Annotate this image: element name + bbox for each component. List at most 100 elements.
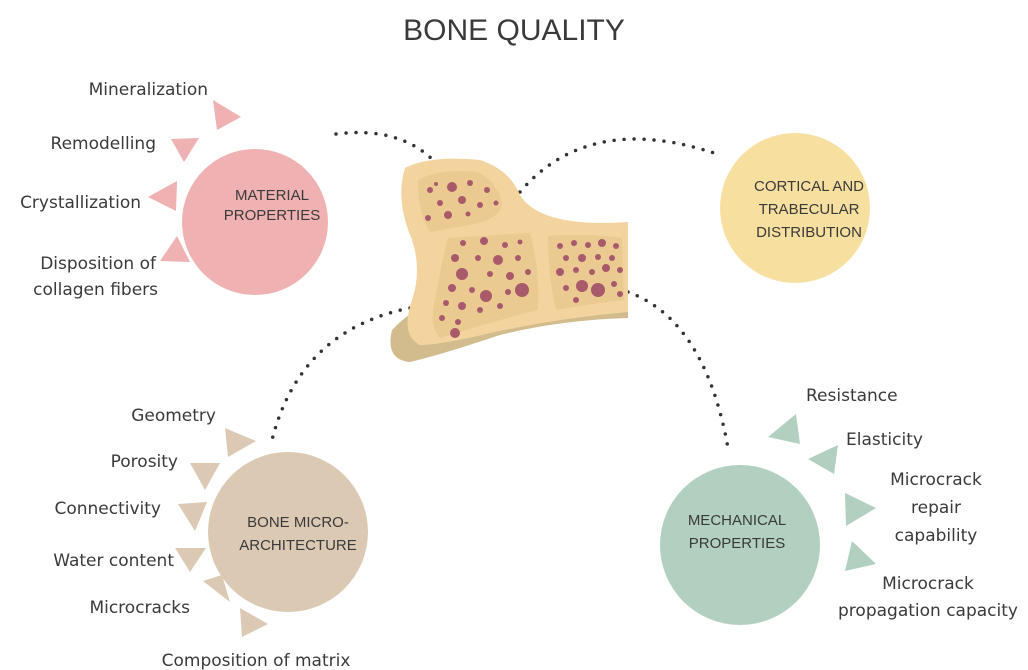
material-item-crystallization: Crystallization bbox=[20, 193, 141, 213]
arrow-mineralization bbox=[213, 100, 241, 130]
bone-pore bbox=[480, 237, 488, 245]
bone-pore bbox=[437, 200, 443, 206]
bone-pore bbox=[427, 187, 433, 193]
bone-pore bbox=[506, 272, 514, 280]
bone-pore bbox=[439, 315, 445, 321]
mechanical-properties-node: MECHANICAL PROPERTIES Resistance Elastic… bbox=[660, 386, 1018, 625]
bone-pore bbox=[455, 319, 461, 325]
bone-pore bbox=[578, 254, 586, 262]
micro-item-microcracks: Microcracks bbox=[89, 598, 190, 618]
arrow-water bbox=[175, 548, 206, 572]
bone-pore bbox=[493, 255, 503, 265]
bone-pore bbox=[602, 264, 610, 272]
arrow-remodelling bbox=[171, 138, 199, 162]
arrow-resistance bbox=[768, 414, 800, 444]
mechanical-item-resistance: Resistance bbox=[806, 386, 898, 406]
mechanical-item-repair-line3: capability bbox=[895, 526, 978, 546]
cortical-trabecular-node: CORTICAL AND TRABECULAR DISTRIBUTION bbox=[720, 133, 870, 283]
bone-pore bbox=[556, 268, 564, 276]
material-item-remodelling: Remodelling bbox=[51, 134, 156, 154]
bone-microarchitecture-node: BONE MICRO- ARCHITECTURE Geometry Porosi… bbox=[53, 406, 368, 670]
bone-pore bbox=[613, 243, 619, 249]
bone-microarchitecture-circle bbox=[208, 452, 368, 612]
bone-pore bbox=[515, 255, 521, 261]
bone-pore bbox=[460, 240, 466, 246]
bone-pore bbox=[444, 211, 452, 219]
bone-pore bbox=[477, 307, 483, 313]
bone-pore bbox=[494, 201, 499, 206]
bone-pore bbox=[573, 267, 579, 273]
mechanical-item-elasticity: Elasticity bbox=[846, 430, 923, 450]
micro-item-composition: Composition of matrix bbox=[162, 651, 351, 670]
bone-pore bbox=[571, 240, 577, 246]
material-item-disposition-line1: Disposition of bbox=[40, 254, 157, 274]
micro-item-porosity: Porosity bbox=[111, 452, 178, 472]
material-properties-node: MATERIAL PROPERTIES Mineralization Remod… bbox=[20, 80, 328, 300]
bone-pore bbox=[458, 302, 466, 310]
bone-pore bbox=[589, 269, 595, 275]
cortical-label-line1: CORTICAL AND bbox=[754, 178, 864, 195]
mechanical-label-line2: PROPERTIES bbox=[689, 535, 785, 552]
cortical-label-line3: DISTRIBUTION bbox=[756, 224, 862, 241]
bone-pore bbox=[497, 303, 503, 309]
micro-item-geometry: Geometry bbox=[131, 406, 216, 426]
bone-pore bbox=[563, 285, 569, 291]
mechanical-label-line1: MECHANICAL bbox=[688, 512, 786, 529]
bone-pore bbox=[518, 240, 523, 245]
bone-pore bbox=[466, 212, 471, 217]
bone-pore bbox=[475, 255, 481, 261]
bone-pore bbox=[515, 283, 529, 297]
material-label-line2: PROPERTIES bbox=[224, 207, 320, 224]
arrow-crystallization bbox=[148, 181, 177, 211]
bone-pore bbox=[467, 180, 473, 186]
bone-pore bbox=[456, 268, 468, 280]
mechanical-item-repair-line2: repair bbox=[911, 498, 961, 518]
bone-pore bbox=[434, 182, 438, 186]
bone-pore bbox=[505, 289, 511, 295]
bone-pore bbox=[502, 242, 508, 248]
bone-pore bbox=[450, 328, 460, 338]
micro-item-connectivity: Connectivity bbox=[54, 499, 161, 519]
bone-pore bbox=[469, 287, 475, 293]
bone-pore bbox=[477, 202, 483, 208]
bone-pore bbox=[598, 239, 606, 247]
bone-pore bbox=[480, 290, 492, 302]
bone-pore bbox=[563, 255, 569, 261]
mechanical-item-propagation-line2: propagation capacity bbox=[838, 601, 1018, 621]
bone-pore bbox=[591, 283, 605, 297]
arrow-porosity bbox=[190, 463, 220, 490]
connector-micro bbox=[272, 308, 410, 440]
bone-pore bbox=[576, 280, 588, 292]
mechanical-item-repair-line1: Microcrack bbox=[890, 470, 982, 490]
bone-pore bbox=[617, 267, 623, 273]
bone-pore bbox=[557, 243, 563, 249]
bone-pore bbox=[595, 254, 601, 260]
cortical-label-line2: TRABECULAR bbox=[759, 201, 860, 218]
arrow-propagation bbox=[845, 541, 876, 571]
bone-pore bbox=[525, 269, 531, 275]
connector-cortical bbox=[520, 139, 720, 192]
connector-material bbox=[336, 133, 435, 162]
arrow-elasticity bbox=[808, 445, 838, 474]
bone-pore bbox=[484, 187, 490, 193]
bone-pore bbox=[425, 215, 431, 221]
bone-pore bbox=[447, 182, 457, 192]
material-label-line1: MATERIAL bbox=[235, 187, 309, 204]
micro-item-water-content: Water content bbox=[53, 551, 174, 571]
arrow-geometry bbox=[225, 428, 256, 457]
mechanical-item-propagation-line1: Microcrack bbox=[882, 574, 974, 594]
arrow-composition bbox=[240, 608, 268, 637]
micro-label-line1: BONE MICRO- bbox=[247, 514, 349, 531]
connector-mechanical bbox=[628, 292, 728, 448]
bone-pore bbox=[609, 255, 615, 261]
bone-pore bbox=[617, 291, 623, 297]
bone-pore bbox=[573, 297, 579, 303]
bone-pore bbox=[451, 254, 459, 262]
material-item-disposition-line2: collagen fibers bbox=[33, 280, 158, 300]
material-item-mineralization: Mineralization bbox=[89, 80, 208, 100]
bone-pore bbox=[487, 271, 493, 277]
bone-pore bbox=[458, 196, 466, 204]
arrow-connectivity bbox=[178, 502, 207, 531]
diagram-title: BONE QUALITY bbox=[403, 14, 625, 47]
